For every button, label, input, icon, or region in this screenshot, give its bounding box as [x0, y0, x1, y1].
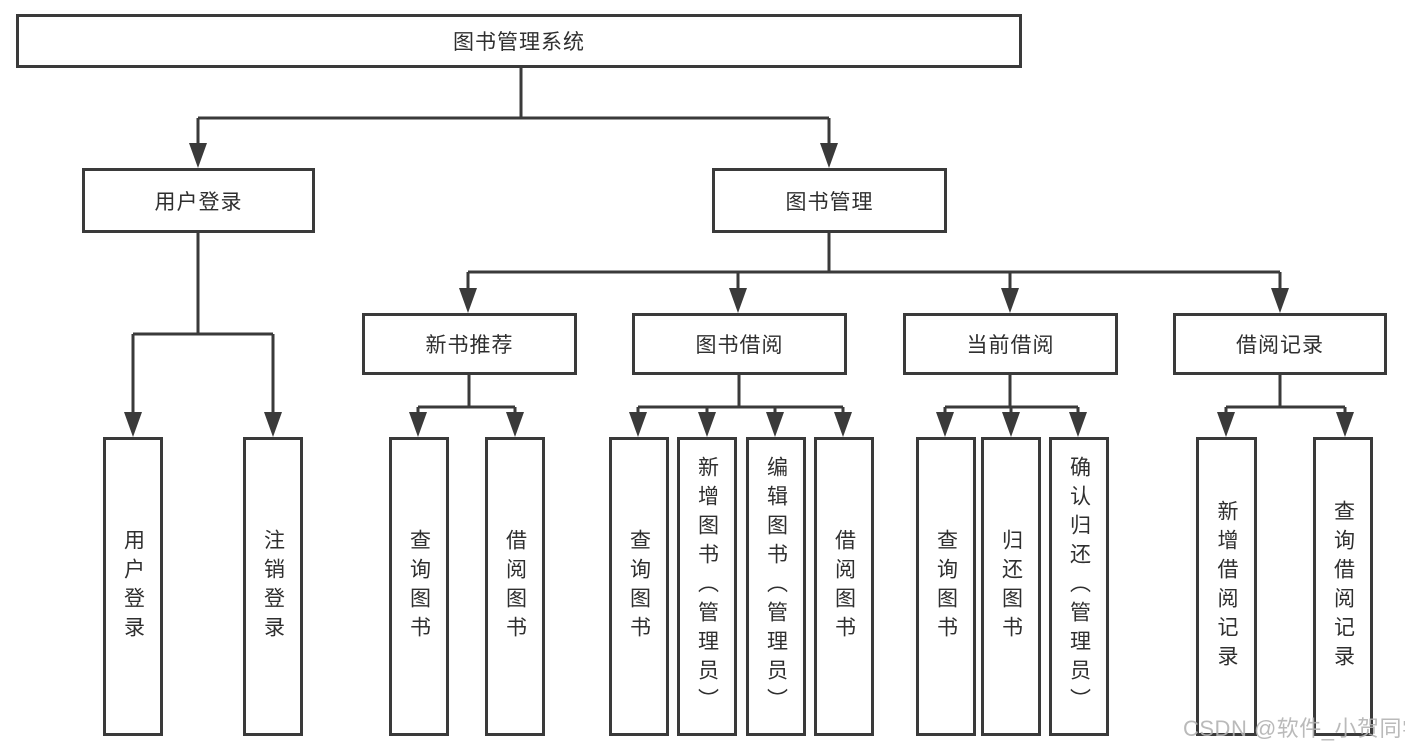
leaf-add-borrow-record: 新增借阅记录 — [1196, 437, 1257, 736]
node-book-management-label: 图书管理 — [785, 190, 874, 214]
leaf-edit-books-admin-label: 编辑图书（管理员） — [764, 456, 788, 717]
node-book-borrow: 图书借阅 — [632, 313, 847, 375]
node-user-login-label: 用户登录 — [154, 190, 243, 214]
leaf-query-books-borrow-label: 查询图书 — [627, 528, 651, 645]
leaf-logout: 注销登录 — [243, 437, 303, 736]
node-current-borrow: 当前借阅 — [903, 313, 1118, 375]
csdn-watermark: CSDN @软件_小贺同学 — [1183, 716, 1405, 741]
leaf-query-books-recommend-label: 查询图书 — [407, 528, 431, 645]
leaf-borrow-books-borrow: 借阅图书 — [814, 437, 874, 736]
leaf-confirm-return-admin-label: 确认归还（管理员） — [1067, 456, 1091, 717]
node-user-login: 用户登录 — [82, 168, 315, 233]
leaf-add-books-admin: 新增图书（管理员） — [677, 437, 737, 736]
node-library-system-label: 图书管理系统 — [453, 31, 585, 54]
leaf-confirm-return-admin: 确认归还（管理员） — [1049, 437, 1109, 736]
node-book-management: 图书管理 — [712, 168, 947, 233]
leaf-query-books-recommend: 查询图书 — [389, 437, 449, 736]
node-book-borrow-label: 图书借阅 — [695, 334, 784, 357]
leaf-borrow-books-recommend-label: 借阅图书 — [503, 528, 527, 645]
leaf-borrow-books-borrow-label: 借阅图书 — [832, 528, 856, 645]
node-new-book-recommend-label: 新书推荐 — [425, 334, 514, 357]
node-current-borrow-label: 当前借阅 — [966, 334, 1055, 357]
leaf-add-books-admin-label: 新增图书（管理员） — [695, 456, 719, 717]
leaf-add-borrow-record-label: 新增借阅记录 — [1215, 499, 1238, 674]
leaf-query-borrow-record: 查询借阅记录 — [1313, 437, 1373, 736]
leaf-query-books-borrow: 查询图书 — [609, 437, 669, 736]
node-library-system: 图书管理系统 — [16, 14, 1022, 68]
leaf-query-books-current: 查询图书 — [916, 437, 976, 736]
leaf-return-books-label: 归还图书 — [999, 528, 1023, 645]
leaf-user-login: 用户登录 — [103, 437, 163, 736]
leaf-logout-label: 注销登录 — [261, 528, 285, 645]
node-borrow-records: 借阅记录 — [1173, 313, 1387, 375]
node-new-book-recommend: 新书推荐 — [362, 313, 577, 375]
leaf-query-borrow-record-label: 查询借阅记录 — [1331, 499, 1355, 674]
leaf-return-books: 归还图书 — [981, 437, 1041, 736]
leaf-user-login-label: 用户登录 — [121, 528, 145, 645]
leaf-query-books-current-label: 查询图书 — [934, 528, 958, 645]
leaf-borrow-books-recommend: 借阅图书 — [485, 437, 545, 736]
leaf-edit-books-admin: 编辑图书（管理员） — [746, 437, 806, 736]
node-borrow-records-label: 借阅记录 — [1236, 334, 1324, 357]
